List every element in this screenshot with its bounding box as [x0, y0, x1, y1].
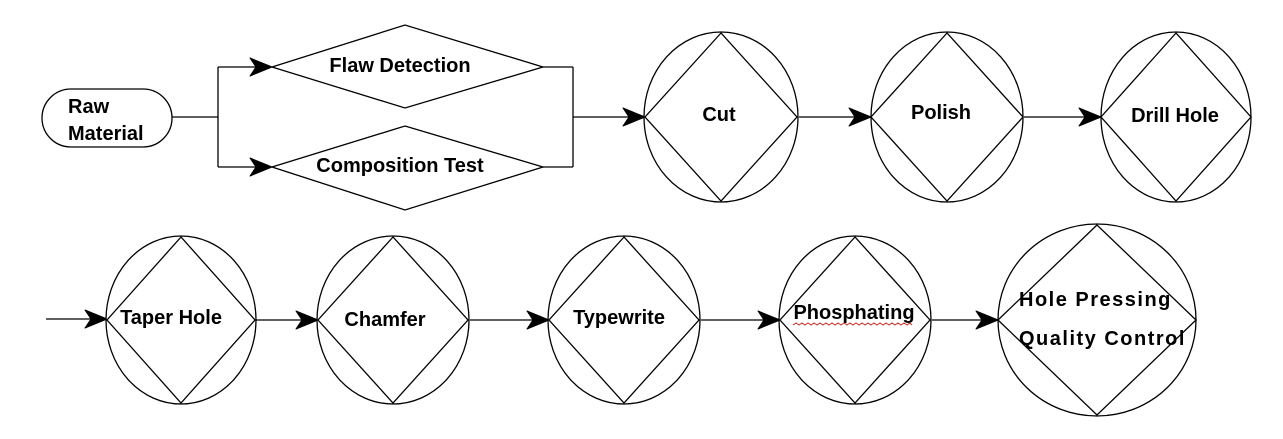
polish-node: Polish — [870, 31, 1024, 203]
arrowhead-chamfer — [295, 310, 319, 330]
flaw-detection-label: Flaw Detection — [329, 55, 470, 77]
cut-diamond-shape — [644, 32, 798, 202]
hole-pressing-diamond-shape — [997, 224, 1197, 416]
cut-node: Cut — [643, 31, 799, 203]
typewrite-label: Typewrite — [573, 307, 665, 329]
phosphating-node: Phosphating — [778, 235, 932, 405]
connectors — [46, 66, 1088, 321]
raw-material-label-line1: Raw — [68, 96, 110, 118]
flaw-detection-decision-shape — [269, 24, 546, 109]
chamfer-diamond-shape — [317, 236, 469, 404]
hole-pressing-label: Hole Pressing — [1019, 289, 1172, 311]
arrowheads — [84, 57, 1102, 330]
arrowhead-drill-hole — [1078, 107, 1102, 127]
cut-label: Cut — [702, 104, 736, 126]
composition-test-decision-shape — [269, 125, 546, 211]
arrowhead-taper-hole — [84, 309, 108, 329]
composition-test-label: Composition Test — [316, 155, 484, 177]
composition-test-node: Composition Test — [269, 125, 546, 211]
raw-material-label-line2: Material — [68, 123, 144, 145]
taper-hole-diamond-shape — [106, 236, 256, 404]
arrowhead-cut — [622, 107, 646, 127]
drill-hole-node: Drill Hole — [1100, 31, 1252, 203]
arrowhead-flaw-detection — [249, 57, 273, 77]
chamfer-label: Chamfer — [344, 309, 425, 331]
phosphating-label: Phosphating — [793, 302, 914, 324]
raw-material-node: Raw Material — [41, 88, 173, 148]
typewrite-node: Typewrite — [547, 235, 701, 405]
arrowhead-phosphating — [757, 310, 781, 330]
flaw-detection-node: Flaw Detection — [269, 24, 546, 109]
arrowhead-typewrite — [526, 310, 550, 330]
arrowhead-hole-pressing — [975, 310, 999, 330]
raw-material-terminal-shape — [41, 88, 173, 148]
taper-hole-label: Taper Hole — [120, 307, 222, 329]
quality-control-label: Quality Control — [1019, 328, 1186, 350]
phosphating-spellcheck-underline — [792, 322, 913, 326]
polish-label: Polish — [911, 102, 971, 124]
drill-hole-diamond-shape — [1100, 32, 1252, 202]
taper-hole-node: Taper Hole — [105, 235, 257, 405]
arrowhead-composition-test — [249, 157, 273, 177]
phosphating-diamond-shape — [779, 236, 931, 404]
typewrite-diamond-shape — [548, 236, 700, 404]
chamfer-node: Chamfer — [316, 235, 470, 405]
arrowhead-polish — [848, 107, 872, 127]
hole-pressing-quality-control-node: Hole Pressing Quality Control — [997, 223, 1197, 417]
polish-diamond-shape — [870, 32, 1024, 202]
drill-hole-label: Drill Hole — [1131, 105, 1219, 127]
